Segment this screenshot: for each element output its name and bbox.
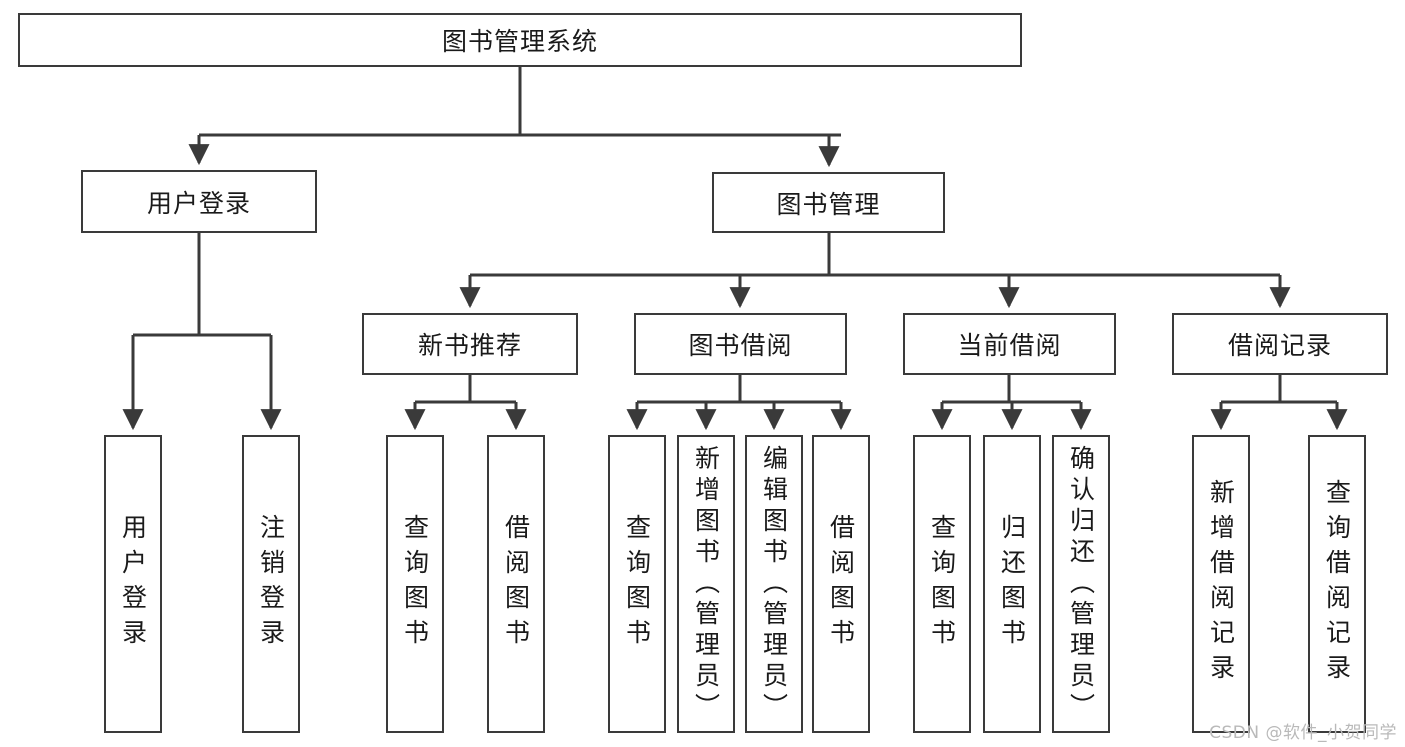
node-book-borrow-label: 图书借阅	[688, 331, 793, 360]
node-leaf-query-record-label: 查询借阅记录	[1322, 479, 1352, 689]
node-leaf-return-book[interactable]: 归还图书	[983, 435, 1041, 733]
node-book-borrow[interactable]: 图书借阅	[634, 313, 847, 375]
node-leaf-query-record[interactable]: 查询借阅记录	[1308, 435, 1366, 733]
node-leaf-add-book[interactable]: 新增图书（管理员）	[677, 435, 735, 733]
node-leaf-query-book-1[interactable]: 查询图书	[386, 435, 444, 733]
node-leaf-edit-book-label: 编辑图书（管理员）	[759, 444, 789, 724]
node-borrow-record[interactable]: 借阅记录	[1172, 313, 1388, 375]
node-new-book-recommend[interactable]: 新书推荐	[362, 313, 578, 375]
node-borrow-record-label: 借阅记录	[1227, 331, 1332, 360]
node-leaf-query-book-2-label: 查询图书	[622, 514, 652, 654]
node-leaf-query-book-3-label: 查询图书	[927, 514, 957, 654]
node-leaf-logout-label: 注销登录	[256, 514, 286, 654]
node-user-login-label: 用户登录	[146, 188, 251, 218]
node-leaf-user-login-label: 用户登录	[118, 514, 148, 654]
node-leaf-borrow-book-1-label: 借阅图书	[501, 514, 531, 654]
node-book-manage[interactable]: 图书管理	[712, 172, 945, 233]
node-book-manage-label: 图书管理	[776, 189, 881, 219]
node-leaf-user-login[interactable]: 用户登录	[104, 435, 162, 733]
node-root-label: 图书管理系统	[441, 27, 598, 56]
node-leaf-borrow-book-2[interactable]: 借阅图书	[812, 435, 870, 733]
node-leaf-borrow-book-2-label: 借阅图书	[826, 514, 856, 654]
node-current-borrow[interactable]: 当前借阅	[903, 313, 1116, 375]
node-new-book-recommend-label: 新书推荐	[417, 331, 522, 360]
node-leaf-borrow-book-1[interactable]: 借阅图书	[487, 435, 545, 733]
node-leaf-confirm-return[interactable]: 确认归还（管理员）	[1052, 435, 1110, 733]
node-leaf-edit-book[interactable]: 编辑图书（管理员）	[745, 435, 803, 733]
node-leaf-query-book-1-label: 查询图书	[400, 514, 430, 654]
node-leaf-query-book-2[interactable]: 查询图书	[608, 435, 666, 733]
node-leaf-logout[interactable]: 注销登录	[242, 435, 300, 733]
node-leaf-confirm-return-label: 确认归还（管理员）	[1066, 444, 1096, 724]
node-current-borrow-label: 当前借阅	[957, 331, 1062, 360]
node-leaf-add-record[interactable]: 新增借阅记录	[1192, 435, 1250, 733]
watermark: CSDN @软件_小贺同学	[1209, 723, 1397, 743]
node-root[interactable]: 图书管理系统	[18, 13, 1022, 67]
node-user-login[interactable]: 用户登录	[81, 170, 317, 233]
node-leaf-return-book-label: 归还图书	[997, 514, 1027, 654]
node-leaf-add-book-label: 新增图书（管理员）	[691, 444, 721, 724]
node-leaf-query-book-3[interactable]: 查询图书	[913, 435, 971, 733]
node-leaf-add-record-label: 新增借阅记录	[1206, 479, 1236, 689]
